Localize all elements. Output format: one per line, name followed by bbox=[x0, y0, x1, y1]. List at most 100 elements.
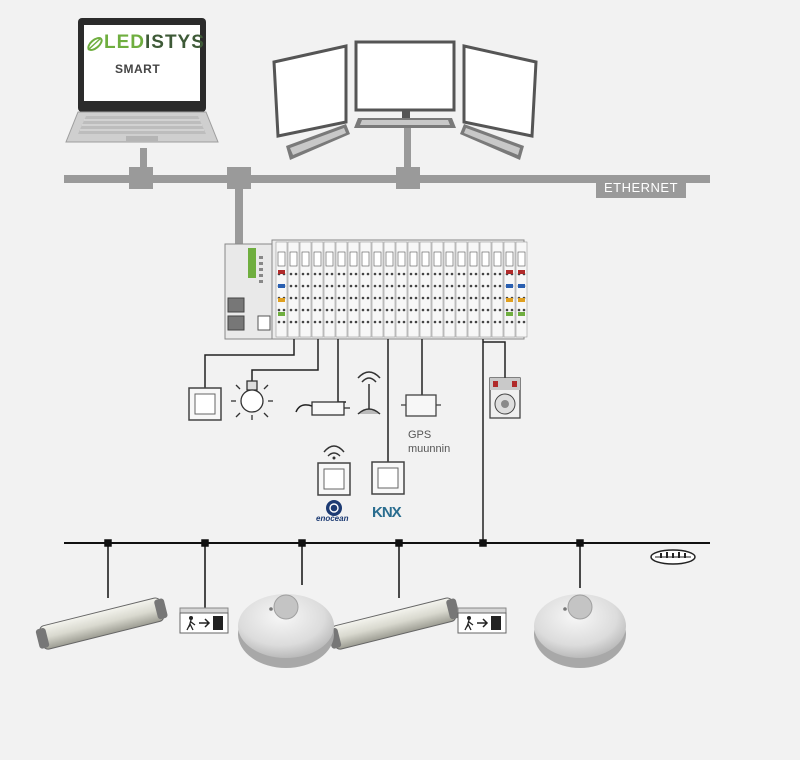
io-terminal bbox=[450, 320, 454, 324]
io-terminal bbox=[277, 320, 281, 324]
io-module-card bbox=[287, 241, 300, 338]
io-terminal bbox=[498, 284, 502, 288]
io-module-window bbox=[337, 251, 346, 267]
io-module-window bbox=[481, 251, 490, 267]
io-terminal bbox=[361, 296, 365, 300]
ledistys-logo: LEDISTYS bbox=[104, 32, 205, 54]
io-module-card bbox=[455, 241, 468, 338]
io-terminal bbox=[409, 284, 413, 288]
bus-drops bbox=[104, 539, 584, 608]
io-terminal bbox=[486, 320, 490, 324]
io-terminal bbox=[426, 320, 430, 324]
io-terminal bbox=[474, 272, 478, 276]
io-module-window bbox=[397, 251, 406, 267]
io-terminal bbox=[433, 284, 437, 288]
light-bulb-icon bbox=[231, 380, 273, 420]
linear-luminaire-icon bbox=[327, 597, 460, 650]
io-terminal bbox=[306, 296, 310, 300]
io-terminal bbox=[474, 308, 478, 312]
io-terminal bbox=[510, 320, 514, 324]
io-terminal bbox=[426, 296, 430, 300]
io-terminal bbox=[318, 308, 322, 312]
io-module-indicator bbox=[278, 298, 285, 302]
io-terminal bbox=[337, 320, 341, 324]
linear-luminaire-icon bbox=[35, 597, 168, 650]
io-terminal bbox=[294, 284, 298, 288]
io-terminal bbox=[306, 320, 310, 324]
io-terminal bbox=[450, 308, 454, 312]
io-module-window bbox=[421, 251, 430, 267]
io-terminal bbox=[330, 308, 334, 312]
io-terminal bbox=[325, 296, 329, 300]
io-terminal bbox=[366, 296, 370, 300]
io-terminal bbox=[349, 296, 353, 300]
io-terminal bbox=[349, 284, 353, 288]
io-terminal bbox=[313, 320, 317, 324]
io-module-window bbox=[517, 251, 526, 267]
io-terminal bbox=[378, 272, 382, 276]
exit-sign-icon bbox=[179, 607, 229, 634]
io-terminal bbox=[498, 320, 502, 324]
io-terminal bbox=[301, 320, 305, 324]
io-module-card bbox=[371, 241, 384, 338]
knx-switch-icon bbox=[371, 461, 405, 495]
io-module-window bbox=[493, 251, 502, 267]
io-module-indicator bbox=[518, 284, 525, 288]
io-module-window bbox=[373, 251, 382, 267]
io-terminal bbox=[318, 284, 322, 288]
io-terminal bbox=[301, 272, 305, 276]
io-terminal bbox=[289, 296, 293, 300]
io-terminal bbox=[373, 320, 377, 324]
gps-converter-label: GPS muunnin bbox=[408, 428, 450, 456]
io-terminal bbox=[445, 272, 449, 276]
io-terminal bbox=[361, 284, 365, 288]
io-terminal bbox=[445, 320, 449, 324]
io-terminal bbox=[469, 272, 473, 276]
io-terminal bbox=[445, 308, 449, 312]
gps-converter-icon bbox=[401, 394, 441, 417]
ceiling-sensor-luminaire-icon bbox=[238, 594, 334, 668]
io-module-indicator bbox=[506, 312, 513, 316]
io-module-card bbox=[467, 241, 480, 338]
led-driver-icon bbox=[295, 401, 350, 416]
io-terminal bbox=[438, 320, 442, 324]
io-terminal bbox=[301, 308, 305, 312]
monitor-icon bbox=[354, 40, 456, 128]
io-terminal bbox=[390, 272, 394, 276]
io-terminal bbox=[301, 296, 305, 300]
dali-bus-icon bbox=[650, 549, 696, 565]
enocean-switch-icon bbox=[317, 445, 351, 516]
io-terminal bbox=[337, 272, 341, 276]
io-module-strip bbox=[275, 241, 528, 338]
io-terminal bbox=[481, 320, 485, 324]
io-terminal bbox=[289, 320, 293, 324]
io-terminal bbox=[373, 272, 377, 276]
io-module-card bbox=[311, 241, 324, 338]
io-terminal bbox=[481, 296, 485, 300]
io-terminal bbox=[313, 272, 317, 276]
leaf-logo-icon bbox=[87, 37, 103, 51]
io-terminal bbox=[330, 284, 334, 288]
io-module-card bbox=[431, 241, 444, 338]
logo-text-left: LED bbox=[104, 32, 145, 53]
io-terminal bbox=[378, 320, 382, 324]
gps-label-line2: muunnin bbox=[408, 443, 451, 455]
io-terminal bbox=[433, 272, 437, 276]
io-module-card bbox=[323, 241, 336, 338]
io-module-indicator bbox=[278, 270, 285, 274]
io-module-window bbox=[409, 251, 418, 267]
io-module-window bbox=[325, 251, 334, 267]
io-terminal bbox=[450, 296, 454, 300]
io-terminal bbox=[462, 272, 466, 276]
io-module-window bbox=[301, 251, 310, 267]
io-module-card bbox=[503, 241, 516, 338]
controller-wiring bbox=[204, 339, 506, 546]
ceiling-sensor-luminaire-icon bbox=[534, 594, 626, 668]
io-terminal bbox=[457, 296, 461, 300]
io-terminal bbox=[397, 308, 401, 312]
io-terminal bbox=[481, 272, 485, 276]
io-terminal bbox=[366, 272, 370, 276]
io-terminal bbox=[414, 308, 418, 312]
io-terminal bbox=[342, 320, 346, 324]
io-module-window bbox=[349, 251, 358, 267]
